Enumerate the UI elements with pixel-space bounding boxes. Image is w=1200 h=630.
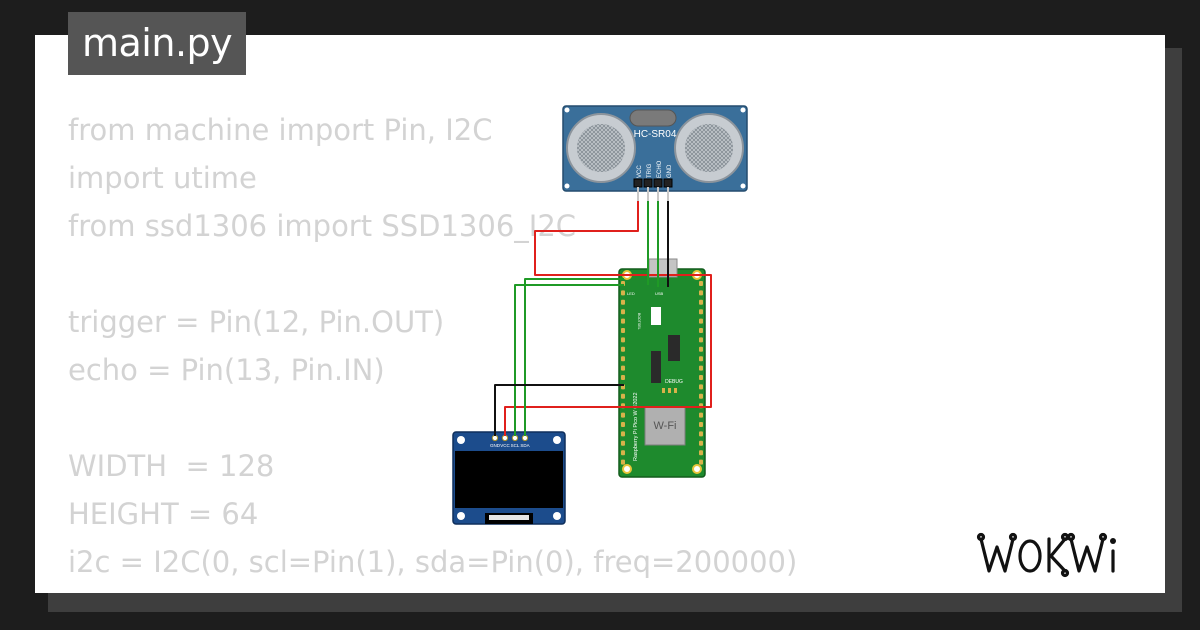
pico-pin-pad (621, 459, 625, 465)
pico-pin-pad (699, 346, 703, 352)
oled-pin-sda-label: SDA (520, 443, 529, 448)
file-tab-main-py[interactable]: main.py (68, 12, 247, 75)
bootsel-label: BOOTSEL (637, 313, 641, 330)
pico-w-board[interactable]: W-Fi DEBUG LED BOOTSEL USB Raspberry Pi … (618, 258, 706, 478)
circuit-diagram: HC-SR04 VCC TRIG ECHO GND (452, 105, 748, 525)
oled-display[interactable]: GND VCC SCL SDA (452, 431, 566, 525)
pico-pin-pad (699, 375, 703, 380)
pico-pin-pad (699, 290, 703, 296)
pico-pin-pad (621, 440, 625, 446)
code-line: echo = Pin(13, Pin.IN) (68, 353, 385, 387)
code-line: from ssd1306 import SSD1306_I2C (68, 209, 577, 243)
pico-pin-pad (621, 290, 625, 296)
pico-pin-pad (699, 365, 703, 371)
pico-pin-pad (621, 356, 625, 362)
pico-pin-pad (621, 328, 625, 333)
sensor-pin-vcc-label: VCC (637, 165, 643, 178)
code-line: i2c = I2C(0, scl=Pin(1), sda=Pin(0), fre… (68, 545, 798, 579)
pico-pin-pad (621, 422, 625, 427)
sensor-pin-gnd-label: GND (667, 164, 673, 178)
wokwi-logo (976, 532, 1116, 578)
pico-pin-pad (621, 318, 625, 324)
code-line: WIDTH = 128 (68, 449, 275, 483)
debug-label: DEBUG (665, 379, 683, 385)
pico-pin-pad (621, 450, 625, 456)
pico-pin-pad (699, 384, 703, 390)
pico-pin-pad (699, 440, 703, 446)
ultrasonic-sensor[interactable]: HC-SR04 VCC TRIG ECHO GND (562, 105, 748, 201)
sensor-pin-echo-label: ECHO (657, 160, 663, 178)
led-label: LED (627, 291, 635, 296)
pico-pin-pad (699, 422, 703, 427)
pico-pin-pad (621, 412, 625, 418)
pico-pin-pad (621, 393, 625, 399)
pico-pin-pad (621, 365, 625, 371)
pico-pin-pad (699, 393, 703, 399)
pico-pin-pad (621, 309, 625, 315)
oled-pin-vcc-label: VCC (500, 443, 510, 448)
oled-pin-scl-label: SCL (511, 443, 520, 448)
pico-pin-pad (699, 337, 703, 343)
pico-pin-pad (699, 281, 703, 286)
pico-pin-pad (699, 299, 703, 305)
sensor-name-label: HC-SR04 (634, 129, 677, 140)
project-preview-card[interactable]: from machine import Pin, I2C import utime… (35, 35, 1165, 593)
pico-pin-pad (699, 450, 703, 456)
pico-pin-pad (699, 309, 703, 315)
board-model-label: Raspberry Pi Pico W ©2022 (632, 392, 639, 461)
pico-pin-pad (621, 337, 625, 343)
wifi-module-label: W-Fi (653, 420, 676, 432)
pico-pin-pad (699, 459, 703, 465)
pico-pin-pad (699, 431, 703, 437)
pico-pin-pad (621, 431, 625, 437)
oled-pin-gnd-label: GND (490, 443, 501, 448)
code-editor: from machine import Pin, I2C import utime… (68, 106, 797, 593)
wires (494, 201, 712, 436)
pico-pin-pad (621, 299, 625, 305)
pico-pin-pad (621, 346, 625, 352)
code-line: HEIGHT = 64 (68, 497, 259, 531)
pico-pin-pad (699, 328, 703, 333)
pico-pin-pad (699, 356, 703, 362)
code-line: import utime (68, 161, 257, 195)
pico-pin-pad (699, 318, 703, 324)
code-line: from machine import Pin, I2C (68, 113, 493, 147)
sensor-pin-trig-label: TRIG (647, 163, 653, 178)
code-line: trigger = Pin(12, Pin.OUT) (68, 305, 445, 339)
pico-pin-pad (621, 375, 625, 380)
usb-label: USB (655, 291, 664, 296)
pico-pin-pad (699, 412, 703, 418)
